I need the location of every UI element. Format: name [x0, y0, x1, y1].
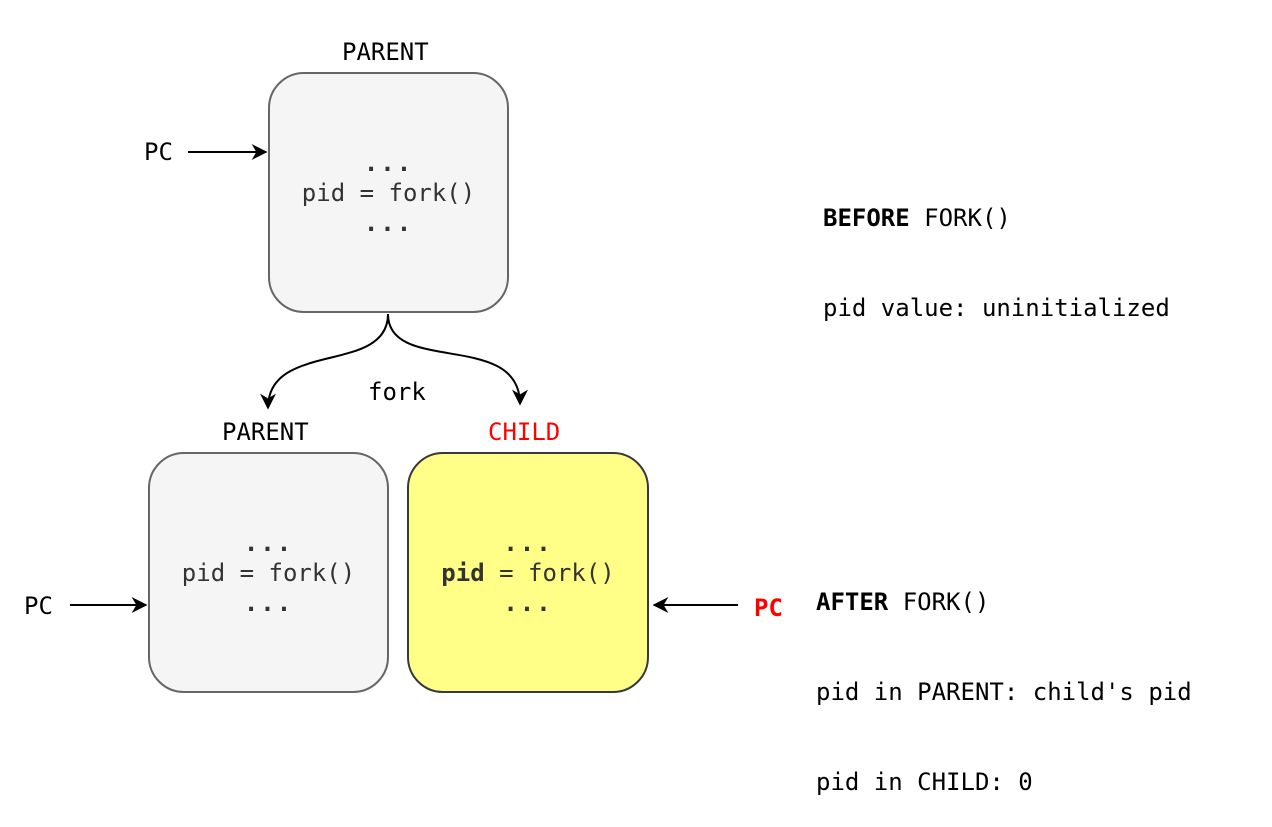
child-title: CHILD: [488, 418, 561, 446]
code-ellipsis-bottom: ...: [503, 588, 553, 617]
before-heading: BEFORE FORK(): [823, 203, 1170, 233]
after-fork-note: AFTER FORK() pid in PARENT: child's pid …: [816, 527, 1192, 827]
code-ellipsis-bottom: ...: [363, 208, 414, 237]
fork-arrow-to-child: [387, 313, 528, 406]
before-keyword: BEFORE: [823, 204, 910, 232]
child-process-box: ... pid = fork() ...: [407, 452, 649, 693]
fork-call-line: pid = fork(): [181, 558, 356, 587]
child-pc-label: PC: [754, 594, 783, 622]
fork-label: fork: [368, 378, 426, 406]
bottom-parent-process-box: ... pid = fork() ...: [148, 452, 389, 693]
pid-variable: pid: [441, 558, 485, 587]
fork-arrow-to-parent: [260, 313, 389, 410]
code-ellipsis-bottom: ...: [243, 588, 294, 617]
before-heading-rest: FORK(): [909, 204, 1011, 232]
before-fork-note: BEFORE FORK() pid value: uninitialized: [823, 143, 1170, 353]
after-heading: AFTER FORK(): [816, 587, 1192, 617]
after-child-pid-line: pid in CHILD: 0: [816, 768, 1033, 796]
top-parent-process-box: ... pid = fork() ...: [268, 72, 509, 313]
after-parent-pid-line: pid in PARENT: child's pid: [816, 678, 1192, 706]
fork-call-line: pid = fork(): [441, 558, 614, 588]
code-ellipsis-top: ...: [503, 528, 553, 557]
connector-arrows: [70, 144, 738, 613]
top-parent-title: PARENT: [342, 38, 429, 66]
after-keyword: AFTER: [816, 588, 889, 616]
fork-call-rest: = fork(): [484, 558, 615, 587]
code-ellipsis-top: ...: [243, 528, 294, 557]
after-heading-rest: FORK(): [888, 588, 990, 616]
top-pc-label: PC: [144, 138, 173, 166]
bottom-parent-title: PARENT: [222, 418, 309, 446]
bottom-parent-pc-label: PC: [24, 592, 53, 620]
fork-call-line: pid = fork(): [301, 178, 476, 207]
before-pid-line: pid value: uninitialized: [823, 294, 1170, 322]
code-ellipsis-top: ...: [363, 148, 414, 177]
